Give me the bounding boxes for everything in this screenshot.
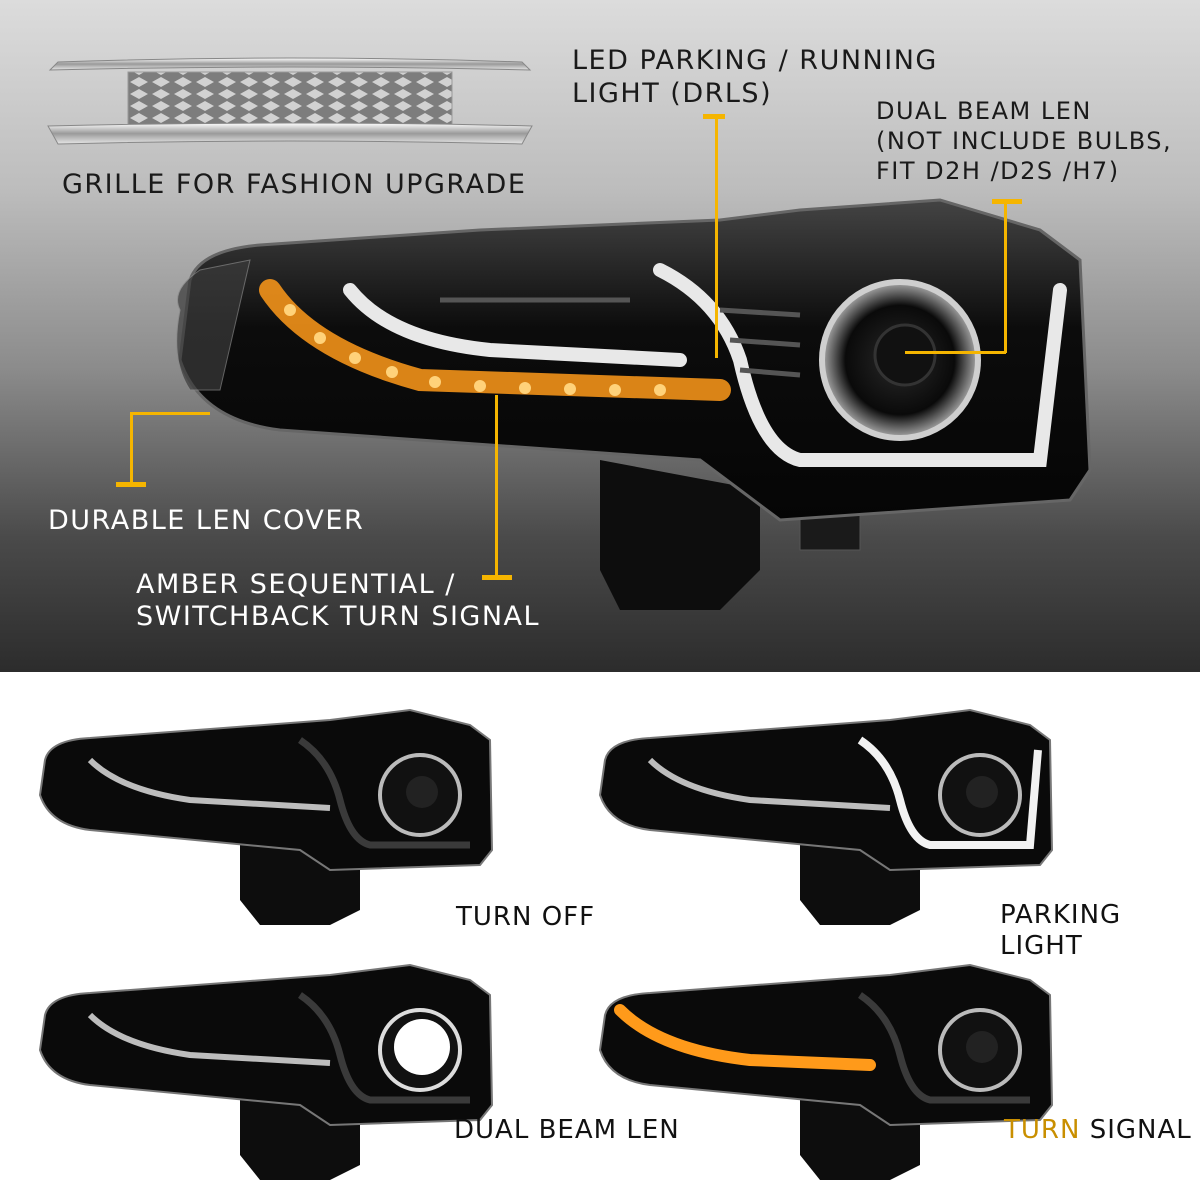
state-label-turn-signal-word1: TURN — [1004, 1115, 1081, 1145]
drl-label-line1: LED PARKING / RUNNING — [572, 45, 938, 76]
turn-label-line2: SWITCHBACK TURN SIGNAL — [136, 601, 541, 632]
cover-callout-line-v — [130, 412, 133, 484]
headlight-state-dual-beam — [38, 963, 494, 1180]
grille-label: GRILLE FOR FASHION UPGRADE — [62, 169, 527, 200]
beam-callout-line-v — [1004, 203, 1007, 353]
beam-label-line2: (NOT INCLUDE BULBS, — [876, 127, 1173, 155]
state-label-parking-line1: PARKING — [1000, 900, 1122, 930]
state-label-turn-off: TURN OFF — [456, 902, 596, 932]
drl-label-line2: LIGHT (DRLS) — [572, 78, 773, 109]
state-label-parking-line2: LIGHT — [1000, 931, 1083, 961]
beam-label-line1: DUAL BEAM LEN — [876, 97, 1092, 125]
beam-label-line3: FIT D2H /D2S /H7) — [876, 157, 1120, 185]
headlight-main — [176, 198, 1092, 610]
state-label-dual-beam: DUAL BEAM LEN — [454, 1115, 680, 1145]
state-label-turn-signal-word2: SIGNAL — [1089, 1115, 1192, 1145]
cover-label: DURABLE LEN COVER — [48, 505, 365, 536]
drl-callout-line — [715, 118, 718, 358]
cover-callout-tick — [116, 482, 146, 487]
state-label-turn-signal: TURN SIGNAL — [1004, 1115, 1192, 1146]
turn-callout-line — [495, 395, 498, 575]
turn-callout-tick — [482, 575, 512, 580]
headlight-state-turn-signal — [598, 963, 1054, 1180]
headlight-state-off — [38, 708, 494, 925]
cover-callout-line-h — [130, 412, 210, 415]
grille-illustration — [47, 57, 533, 145]
drl-callout-tick — [703, 114, 725, 119]
beam-callout-line-h — [905, 351, 1006, 354]
headlight-state-parking — [598, 708, 1054, 925]
beam-callout-tick — [992, 199, 1022, 204]
hero-banner: GRILLE FOR FASHION UPGRADE LED PARKING /… — [0, 0, 1200, 672]
turn-label-line1: AMBER SEQUENTIAL / — [136, 569, 456, 600]
